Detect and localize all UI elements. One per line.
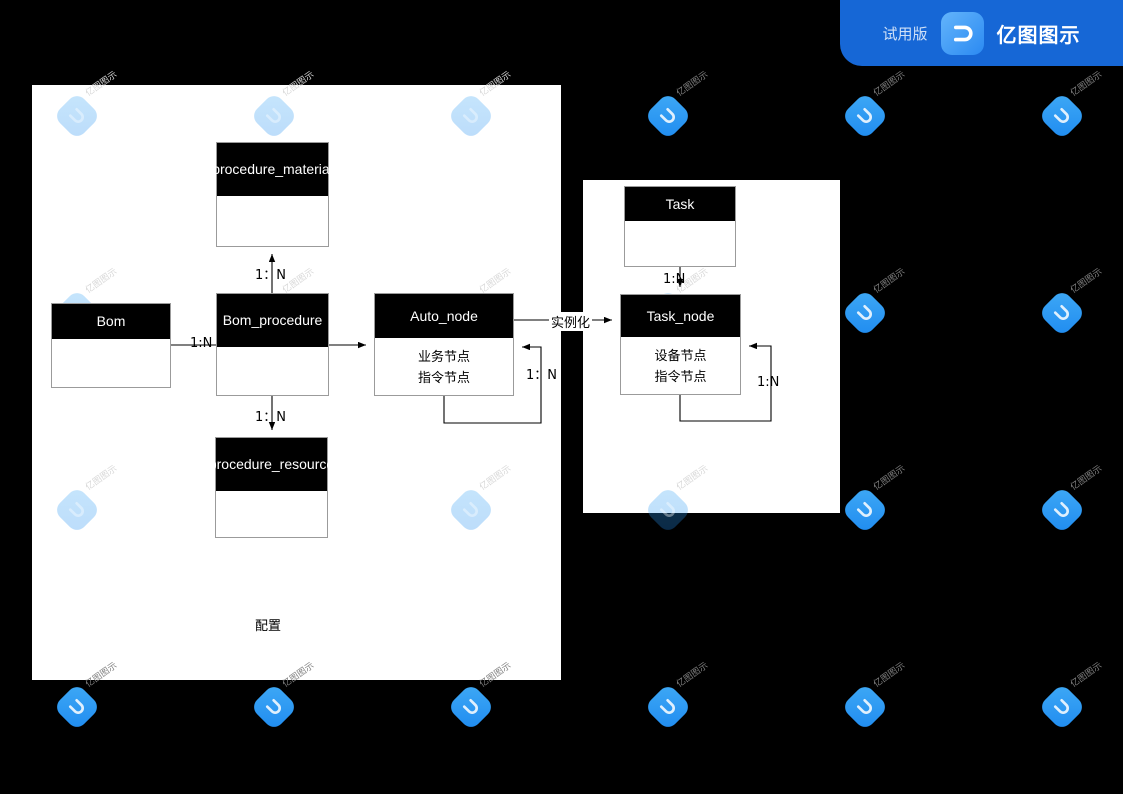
entity-title: procedure_material <box>212 143 333 196</box>
entity-body <box>625 221 735 266</box>
entity-row: 指令节点 <box>654 368 707 384</box>
edge-tasknode-self <box>679 342 772 422</box>
entity-body <box>217 196 328 246</box>
entity-procedure-resource[interactable]: procedure_resource <box>209 437 334 538</box>
edge-label-autonode-self: 1：N <box>526 368 557 383</box>
config-annotation: 配置 <box>255 618 282 633</box>
entity-auto-node[interactable]: Auto_node 业务节点 指令节点 <box>374 293 514 396</box>
edge-label-bomprocedure-procedurematerial: 1：N <box>255 268 286 283</box>
entity-body <box>52 339 170 387</box>
entity-title: Task_node <box>621 295 740 337</box>
edge-label-autonode-tasknode: 实例化 <box>549 312 593 331</box>
entity-row: 设备节点 <box>654 347 707 363</box>
entity-row: 业务节点 <box>417 348 470 364</box>
entity-row: 指令节点 <box>417 369 470 385</box>
edge-label-task-tasknode: 1:N <box>663 272 686 287</box>
entity-body <box>217 347 328 395</box>
edge-autonode-self <box>443 343 542 424</box>
edge-label-bom-bomprocedure: 1:N <box>190 336 213 351</box>
entity-title: Bom <box>52 304 170 339</box>
entity-title: Auto_node <box>375 294 513 338</box>
entity-title: Bom_procedure <box>217 294 328 347</box>
entity-task[interactable]: Task <box>624 186 736 267</box>
edraw-logo-icon <box>940 11 984 55</box>
trial-badge[interactable]: 试用版 亿图图示 <box>840 0 1123 66</box>
entity-body <box>216 491 327 537</box>
entity-body: 设备节点 指令节点 <box>621 337 740 394</box>
entity-procedure-material[interactable]: procedure_material <box>212 142 333 247</box>
entity-task-node[interactable]: Task_node 设备节点 指令节点 <box>620 294 741 395</box>
brand-label: 亿图图示 <box>996 24 1081 47</box>
entity-body: 业务节点 指令节点 <box>375 338 513 395</box>
entity-bom[interactable]: Bom <box>51 303 171 388</box>
entity-title: procedure_resource <box>209 438 334 491</box>
edge-label-bomprocedure-procedureresource: 1：N <box>255 410 286 425</box>
entity-title: Task <box>625 187 735 221</box>
entity-bom-procedure[interactable]: Bom_procedure <box>216 293 329 396</box>
edge-label-tasknode-self: 1:N <box>757 375 780 390</box>
trial-label: 试用版 <box>882 25 928 43</box>
